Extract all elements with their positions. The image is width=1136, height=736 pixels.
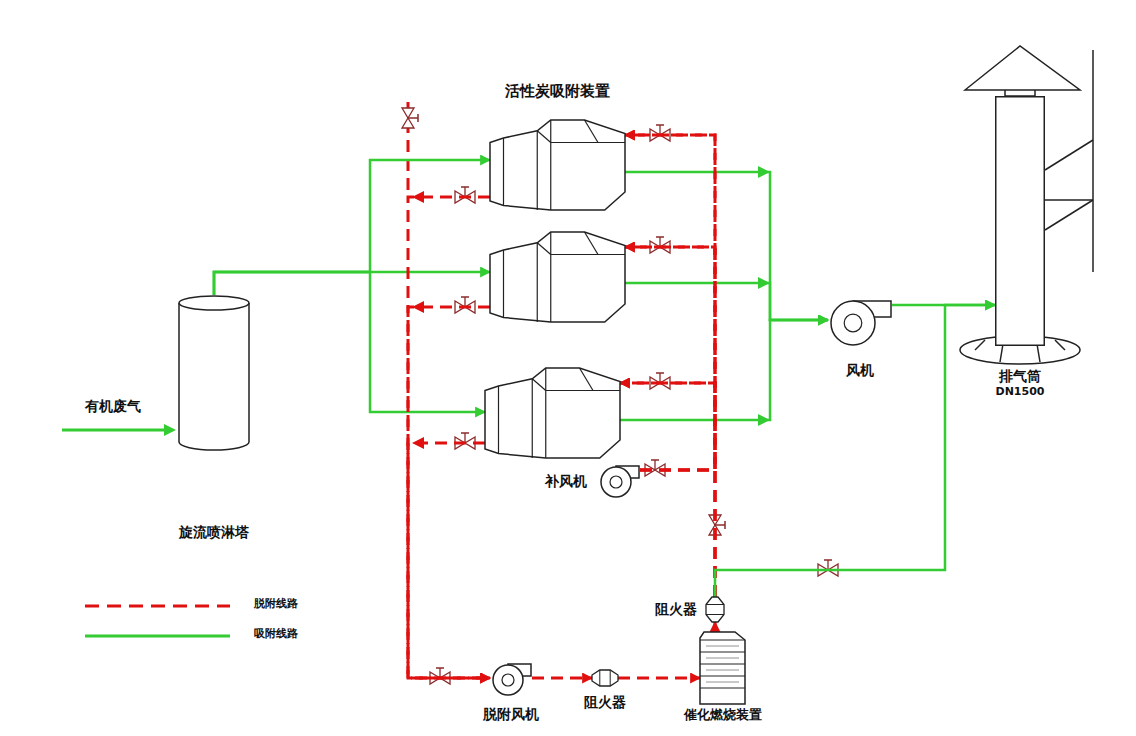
spray-tower-outline (178, 295, 250, 450)
flame-arrester-outline (592, 670, 618, 686)
desorb-fan: 脱附风机 (490, 660, 532, 698)
node-label: 阻火器 (654, 601, 698, 617)
legend-text: 吸附线路 (253, 628, 299, 641)
valve-symbols (402, 108, 838, 684)
adsorber-unit-outline (485, 368, 620, 458)
adsorb-arrowheads (758, 166, 770, 426)
node-label: 催化燃烧装置 (683, 708, 763, 723)
inlet-arrowhead (164, 424, 176, 436)
desorb-pipe (620, 383, 715, 470)
legend-row: 吸附线路 (85, 626, 345, 646)
catalytic-combustor-outline (700, 632, 745, 704)
main-fan: 风机 (828, 293, 892, 348)
node-label: 脱附风机 (482, 706, 540, 722)
adsorb-pipe (214, 272, 490, 295)
makeup-fan-outline (598, 462, 640, 500)
node-label: 风机 (845, 362, 875, 378)
desorb-pipe (625, 135, 715, 597)
catalytic-combustor: 催化燃烧装置 (700, 632, 745, 704)
flame-arrester: 阻火器 (592, 670, 618, 686)
flow-label: 有机废气 (84, 398, 142, 416)
main-fan-outline (828, 293, 892, 348)
adsorber-unit (485, 368, 620, 458)
desorb-pipe (714, 622, 717, 632)
exhaust-stack: 排气筒DN1500 (995, 96, 1045, 346)
desorb-pipe (618, 677, 700, 680)
adsorb-pipe (214, 160, 490, 295)
legend-sample (85, 596, 235, 616)
flame-arrester-outline (706, 597, 724, 622)
desorb-fan-outline (490, 660, 532, 698)
desorb-pipe (620, 383, 715, 597)
legend-sample (85, 626, 235, 646)
adsorb-pipe (620, 320, 828, 420)
adsorber-unit-outline (490, 120, 625, 210)
desorb-pipe (625, 247, 715, 470)
adsorber-unit-outline (490, 232, 625, 322)
adsorber-unit: 活性炭吸附装置 (490, 120, 625, 210)
desorb-pipe (408, 197, 490, 678)
node-label: DN1500 (995, 386, 1046, 399)
adsorb-pipe (715, 305, 995, 597)
flame-arrester: 阻火器 (706, 597, 724, 622)
desorb-pipe (532, 677, 592, 680)
inlet-line (62, 429, 166, 432)
legend-text: 脱附线路 (253, 598, 299, 611)
node-label: 排气筒 (998, 368, 1042, 384)
desorb-pipe (408, 443, 490, 678)
adsorber-unit (490, 232, 625, 322)
adsorb-pipe (625, 283, 828, 320)
node-label: 补风机 (544, 473, 588, 489)
exhaust-stack-outline (995, 96, 1045, 346)
node-label: 阻火器 (583, 694, 627, 710)
desorb-pipe (625, 135, 715, 470)
spray-tower: 旋流喷淋塔 (178, 295, 250, 450)
legend-row: 脱附线路 (85, 596, 345, 616)
adsorb-pipe (214, 272, 485, 412)
makeup-fan: 补风机 (598, 462, 640, 500)
stack-illustration (960, 46, 1093, 364)
node-label: 活性炭吸附装置 (504, 83, 611, 100)
desorb-arrowheads (412, 191, 424, 449)
node-label: 旋流喷淋塔 (178, 524, 250, 540)
desorb-pipe (625, 247, 715, 597)
desorb-pipe (408, 307, 490, 678)
